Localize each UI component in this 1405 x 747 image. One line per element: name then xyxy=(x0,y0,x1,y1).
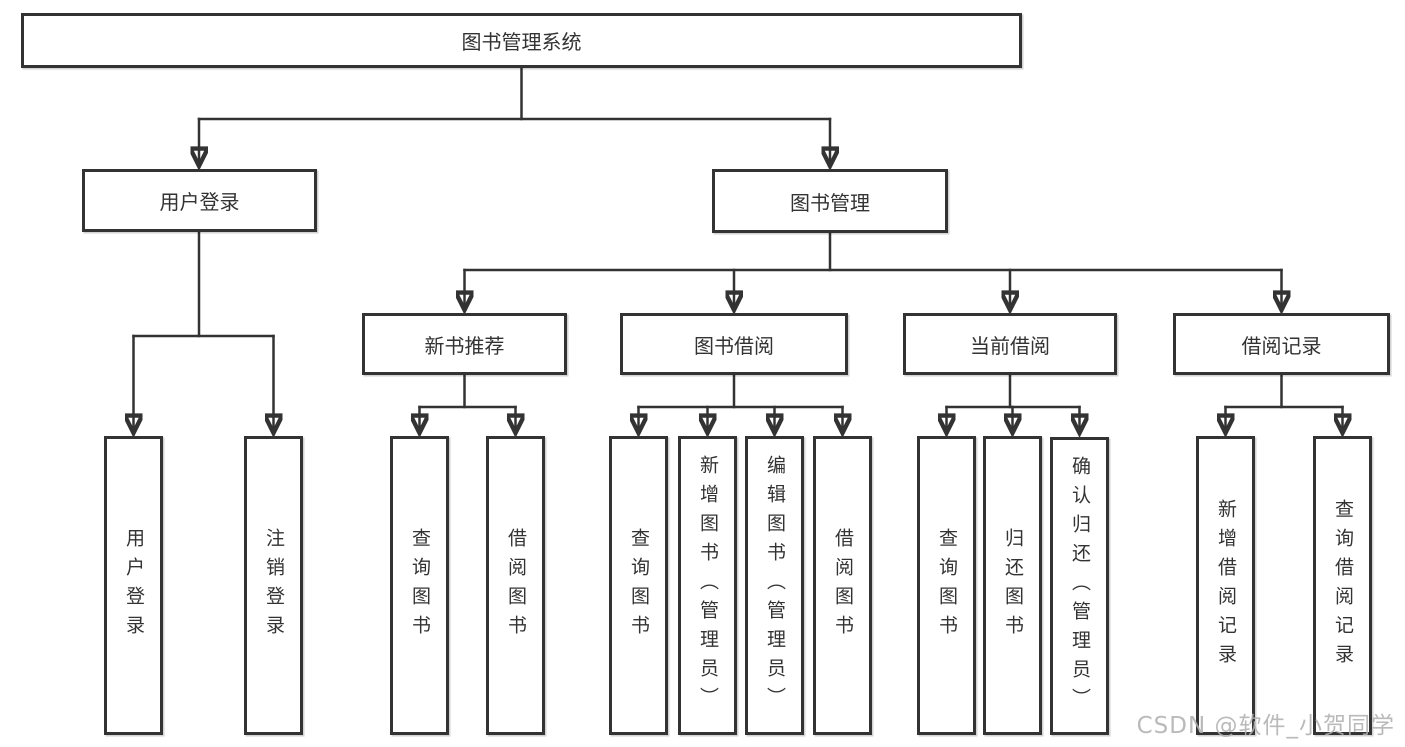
node-new-book-recommendation: 新书推荐 xyxy=(362,313,567,375)
connector-root-to-level2 xyxy=(199,66,830,166)
leaf-logout: 注销登录 xyxy=(244,436,303,735)
leaf-label: 归还图书 xyxy=(1001,527,1024,644)
connector-borrow-records-to-leaves xyxy=(1226,373,1343,433)
leaf-label: 查询图书 xyxy=(408,527,431,644)
leaf-user-login: 用户登录 xyxy=(104,436,163,735)
leaf-label: 查询图书 xyxy=(935,527,958,644)
leaf-query-books-recommend: 查询图书 xyxy=(390,436,449,735)
leaf-query-books-current: 查询图书 xyxy=(917,436,976,735)
leaf-borrow-books-recommend: 借阅图书 xyxy=(486,436,545,735)
node-label: 图书借阅 xyxy=(694,333,774,358)
leaf-add-borrow-record: 新增借阅记录 xyxy=(1196,436,1255,735)
connector-book-management-to-level3 xyxy=(465,231,1282,310)
leaf-label: 查询借阅记录 xyxy=(1331,498,1354,673)
leaf-label: 借阅图书 xyxy=(504,527,527,644)
connector-user-login-to-leaves xyxy=(134,230,274,433)
node-label: 用户登录 xyxy=(159,190,240,214)
leaf-confirm-return-admin: 确认归还（管理员） xyxy=(1050,437,1109,735)
node-label: 当前借阅 xyxy=(970,333,1050,358)
leaf-borrow-books: 借阅图书 xyxy=(813,436,872,735)
leaf-label: 确认归还（管理员） xyxy=(1068,455,1091,717)
node-user-login-module: 用户登录 xyxy=(82,169,317,232)
node-label: 图书管理系统 xyxy=(461,30,582,54)
leaf-query-books-borrowing: 查询图书 xyxy=(609,436,668,735)
leaf-label: 用户登录 xyxy=(122,527,145,644)
leaf-label: 编辑图书（管理员） xyxy=(763,455,786,716)
node-library-management-system: 图书管理系统 xyxy=(21,13,1022,68)
node-label: 图书管理 xyxy=(790,190,870,215)
node-book-management-module: 图书管理 xyxy=(712,169,948,233)
node-borrowing-records: 借阅记录 xyxy=(1173,313,1390,375)
node-book-borrowing: 图书借阅 xyxy=(620,313,848,375)
leaf-label: 新增借阅记录 xyxy=(1214,498,1237,673)
leaf-label: 查询图书 xyxy=(627,527,650,644)
leaf-return-books: 归还图书 xyxy=(983,436,1042,735)
connector-new-book-recommend-to-leaves xyxy=(420,373,516,433)
node-label: 借阅记录 xyxy=(1241,333,1322,358)
node-label: 新书推荐 xyxy=(424,333,505,358)
leaf-label: 借阅图书 xyxy=(831,527,854,644)
leaf-edit-books-admin: 编辑图书（管理员） xyxy=(745,436,804,735)
leaf-label: 新增图书（管理员） xyxy=(696,455,719,716)
leaf-add-books-admin: 新增图书（管理员） xyxy=(678,436,737,735)
node-current-borrowing: 当前借阅 xyxy=(903,313,1117,375)
leaf-label: 注销登录 xyxy=(262,527,285,644)
connector-current-borrowing-to-leaves xyxy=(947,373,1080,433)
leaf-query-borrow-record: 查询借阅记录 xyxy=(1313,436,1372,735)
connector-book-borrowing-to-leaves xyxy=(639,373,843,433)
